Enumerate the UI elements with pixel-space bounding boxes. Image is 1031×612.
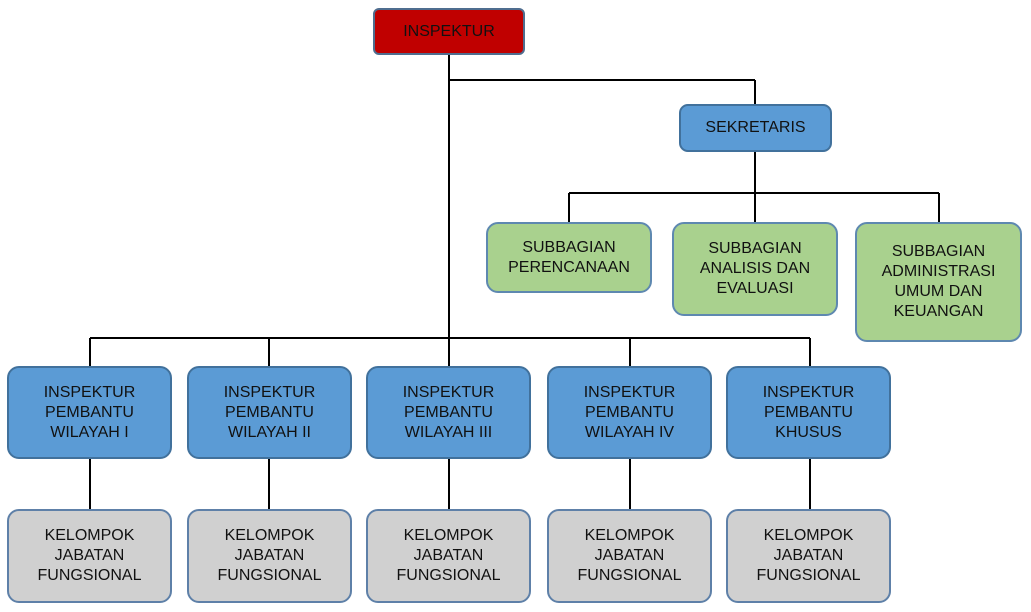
node-inspektur-pembantu-3: INSPEKTUR PEMBANTU WILAYAH III	[366, 366, 531, 459]
node-sekretaris: SEKRETARIS	[679, 104, 832, 152]
node-inspektur-pembantu-khusus: INSPEKTUR PEMBANTU KHUSUS	[726, 366, 891, 459]
node-inspektur: INSPEKTUR	[373, 8, 525, 55]
node-kelompok-jabatan-4: KELOMPOK JABATAN FUNGSIONAL	[547, 509, 712, 603]
node-inspektur-pembantu-1: INSPEKTUR PEMBANTU WILAYAH I	[7, 366, 172, 459]
node-subbagian-administrasi: SUBBAGIAN ADMINISTRASI UMUM DAN KEUANGAN	[855, 222, 1022, 342]
node-kelompok-jabatan-3: KELOMPOK JABATAN FUNGSIONAL	[366, 509, 531, 603]
node-kelompok-jabatan-2: KELOMPOK JABATAN FUNGSIONAL	[187, 509, 352, 603]
node-subbagian-perencanaan: SUBBAGIAN PERENCANAAN	[486, 222, 652, 293]
node-inspektur-pembantu-2: INSPEKTUR PEMBANTU WILAYAH II	[187, 366, 352, 459]
node-inspektur-pembantu-4: INSPEKTUR PEMBANTU WILAYAH IV	[547, 366, 712, 459]
node-subbagian-analisis: SUBBAGIAN ANALISIS DAN EVALUASI	[672, 222, 838, 316]
node-kelompok-jabatan-1: KELOMPOK JABATAN FUNGSIONAL	[7, 509, 172, 603]
node-kelompok-jabatan-5: KELOMPOK JABATAN FUNGSIONAL	[726, 509, 891, 603]
